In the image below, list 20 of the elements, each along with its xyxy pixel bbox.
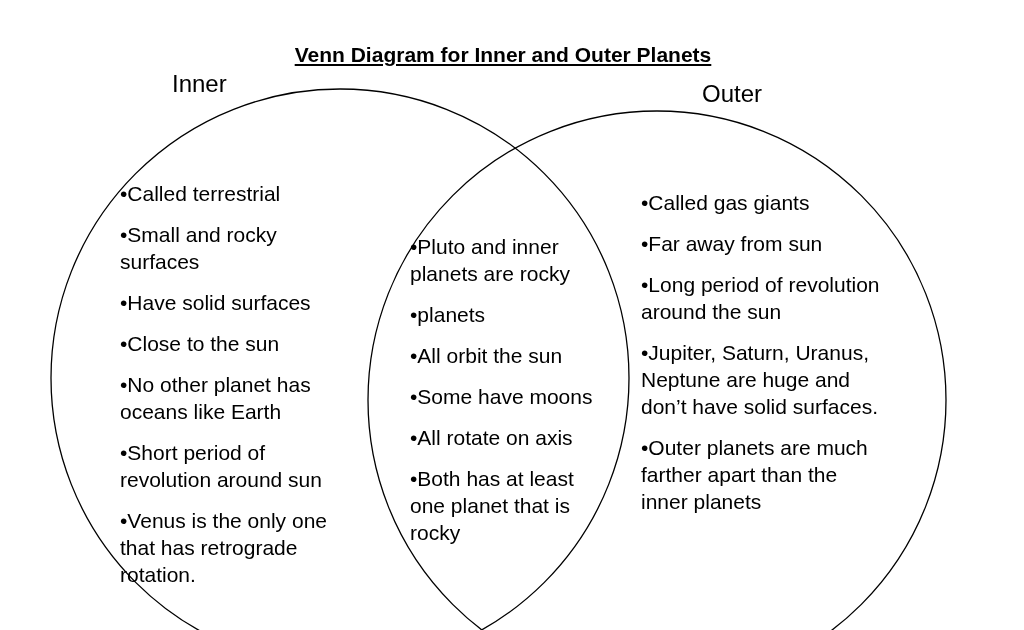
bullet-text: •Have solid surfaces	[120, 290, 312, 316]
bullet-text: •planets	[410, 302, 487, 328]
bullet-text: •Jupiter, Saturn, Uranus, Neptune are huge and don’t have solid surfaces.	[641, 340, 879, 420]
bullet-text: •Short period of revolution around sun	[120, 440, 323, 493]
set-heading: Outer	[702, 80, 763, 108]
bullet-text: •Far away from sun	[641, 231, 824, 257]
bullet-text: •Pluto and inner planets are rocky	[410, 234, 571, 287]
diagram-title: Venn Diagram for Inner and Outer Planets	[293, 43, 713, 67]
bullet-text: •All orbit the sun	[410, 343, 564, 369]
set-heading: Inner	[172, 70, 227, 98]
bullet-text: •All rotate on axis	[410, 425, 574, 451]
bullet-text: •Called gas giants	[641, 190, 811, 216]
bullet-text: •No other planet has oceans like Earth	[120, 372, 312, 425]
bullet-text: •Small and rocky surfaces	[120, 222, 278, 275]
bullet-text: •Called terrestrial	[120, 181, 282, 207]
bullet-text: •Some have moons	[410, 384, 594, 410]
bullet-text: •Both has at least one planet that is rocky	[410, 466, 575, 546]
bullet-text: •Outer planets are much farther apart than the inner planets	[641, 435, 869, 515]
bullet-text: •Long period of revolution around the sun	[641, 272, 881, 325]
bullet-text: •Close to the sun	[120, 331, 281, 357]
